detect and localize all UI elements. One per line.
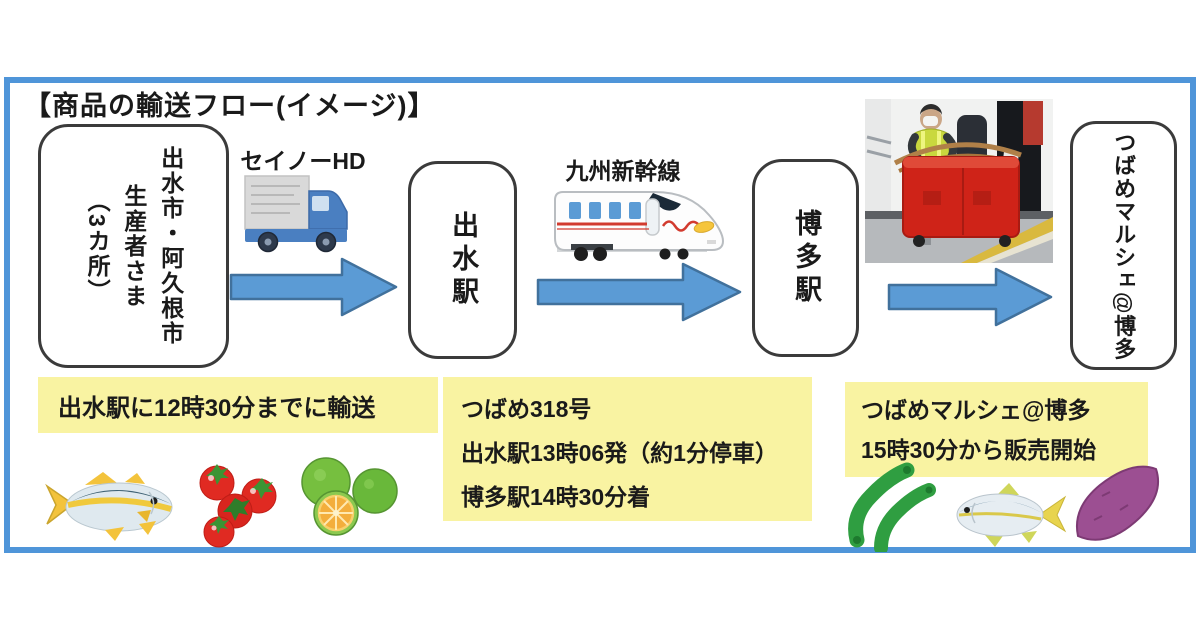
departure-info: 出水駅13時06発（約1分停車） [461, 440, 778, 466]
flow-arrow-2 [536, 261, 742, 323]
note-sale-start: つばめマルシェ@博多 15時30分から販売開始 [845, 382, 1148, 477]
shinkansen-icon [547, 184, 725, 264]
sale-place: つばめマルシェ@博多 [861, 397, 1091, 423]
truck-icon [244, 170, 354, 254]
cucumbers-icon [843, 460, 943, 552]
node-producers-label: 出水市・阿久根市 生産者さま （3カ所） [84, 146, 184, 346]
train-name: つばめ318号 [461, 396, 592, 422]
node-izumi-station-label: 出水駅 [448, 210, 479, 310]
sweet-potato-icon [1068, 458, 1166, 550]
sale-time: 15時30分から販売開始 [861, 437, 1097, 463]
truck-company-label: セイノーHD [240, 148, 366, 174]
note-train-schedule: つばめ318号 出水駅13時06発（約1分停車） 博多駅14時30分着 [443, 377, 812, 521]
flow-arrow-1 [229, 255, 399, 319]
node-tsubame-marche-label: つばめマルシェ@博多 [1111, 130, 1137, 361]
green-citrus-icon [296, 455, 398, 537]
shinkansen-line-label: 九州新幹線 [565, 158, 681, 184]
staff-with-red-cart-photo [865, 99, 1053, 263]
yellowtail-fish-icon [45, 460, 180, 550]
node-izumi-station: 出水駅 [408, 161, 517, 359]
node-hakata-station: 博多駅 [752, 159, 859, 357]
flow-arrow-3 [887, 266, 1053, 328]
note-delivery-line: 出水駅に12時30分までに輸送 [58, 394, 376, 422]
node-tsubame-marche: つばめマルシェ@博多 [1070, 121, 1177, 370]
arrival-info: 博多駅14時30分着 [461, 484, 651, 510]
fish-icon [945, 473, 1070, 553]
node-hakata-station-label: 博多駅 [791, 208, 822, 308]
node-producers: 出水市・阿久根市 生産者さま （3カ所） [38, 124, 229, 368]
diagram-title: 【商品の輸送フロー(イメージ)】 [24, 91, 436, 121]
tomatoes-icon [190, 458, 282, 550]
note-delivery-deadline: 出水駅に12時30分までに輸送 [38, 377, 438, 433]
